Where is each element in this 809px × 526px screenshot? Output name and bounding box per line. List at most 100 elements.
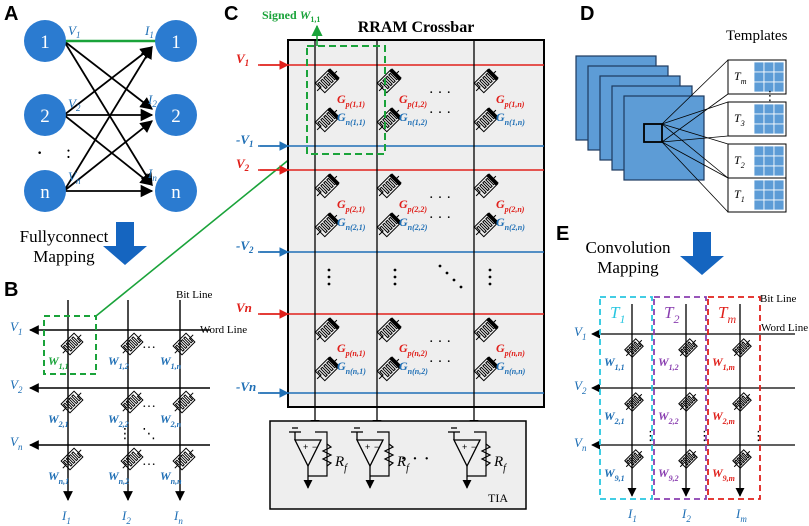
c-gp-label-3-2: Gp(n,2) <box>399 341 428 358</box>
c-row-label-3: V2 <box>236 156 250 173</box>
b-ddots: ⋱ <box>142 426 156 442</box>
template-1: Tm <box>661 59 787 143</box>
c-ddot-2 <box>445 271 449 275</box>
edge-3-1 <box>63 45 153 192</box>
c-memristor-n-icon-3-3 <box>473 356 499 382</box>
c-hdots-3-1: · · · <box>429 334 452 350</box>
c-gn-label-3-3: Gn(n,n) <box>496 359 526 376</box>
c-memristor-n-icon-2-3 <box>473 212 499 238</box>
b-memristor-icon-2-2 <box>120 390 144 414</box>
fullyconnect-arrow: Fullyconnect Mapping <box>20 222 147 266</box>
edge-2-3 <box>63 114 153 186</box>
b-i-label-2: I2 <box>121 508 131 526</box>
template-4: T1 <box>661 123 787 213</box>
e-template-box-1 <box>599 296 653 500</box>
e-i-label-3: Im <box>735 506 747 524</box>
e-memristor-icon-1-3 <box>732 338 752 358</box>
c-gp-label-1-1: Gp(1,1) <box>337 92 365 109</box>
c-memristor-p-icon-3-1 <box>314 317 340 343</box>
panel-label-b: B <box>4 279 18 301</box>
b-word-line-label: Word Line <box>200 324 247 336</box>
b-w-label-3-1: Wn,1 <box>48 469 69 486</box>
e-vdots-3: ⋮ <box>752 429 765 444</box>
e-w-label-2-1: W2,1 <box>604 409 625 426</box>
a-vn-label: Vn <box>68 169 81 186</box>
left-node-2: 2 <box>24 94 66 136</box>
down-arrow-icon-2 <box>680 232 724 275</box>
c-memristor-n-icon-2-2 <box>376 212 402 238</box>
b-memristor-icon-1-2 <box>120 332 144 356</box>
svg-text:+: + <box>303 442 308 452</box>
b-hdots-1: … <box>142 337 156 352</box>
down-arrow-icon <box>103 222 147 265</box>
a-in-label: In <box>147 166 157 183</box>
tia-label: TIA <box>488 491 508 505</box>
c-gn-label-1-1: Gn(1,1) <box>337 110 366 127</box>
c-vdot-1-2 <box>327 275 331 279</box>
c-gn-label-3-2: Gn(n,2) <box>399 359 428 376</box>
c-row-label-4: -V2 <box>236 238 254 255</box>
svg-text:n: n <box>171 182 181 203</box>
c-gp-label-2-3: Gp(2,n) <box>496 197 525 214</box>
e-memristor-icon-2-1 <box>624 392 644 412</box>
left-node-n: n <box>24 170 66 212</box>
c-highlight-box <box>306 45 386 155</box>
b-memristor-icon-1-1 <box>60 332 84 356</box>
templates-vdots: ⋮ <box>764 89 777 104</box>
e-memristor-icon-3-1 <box>624 449 644 469</box>
templates-label: Templates <box>726 28 788 44</box>
e-w-label-3-3: W9,m <box>712 466 735 483</box>
c-row-label-5: Vn <box>236 300 252 315</box>
e-bit-line-label: Bit Line <box>760 293 796 305</box>
mapping-connector-line <box>95 144 308 317</box>
tia-dots: · · · <box>400 448 430 470</box>
c-ddot-3 <box>452 278 456 282</box>
c-memristor-p-icon-1-3 <box>473 68 499 94</box>
c-memristor-p-icon-3-3 <box>473 317 499 343</box>
a-dots-left: · <box>36 140 43 165</box>
template-label-1: Tm <box>734 69 747 86</box>
e-t-label-1: T1 <box>610 303 625 326</box>
panel-e: E Bit Line Word Line V1V2VnT1I1T2I2TmImW… <box>556 223 808 524</box>
template-2: T3 <box>661 101 787 143</box>
template-label-2: T3 <box>734 111 745 128</box>
e-template-box-2 <box>653 296 707 500</box>
e-w-label-1-2: W1,2 <box>658 355 679 372</box>
e-template-box-3 <box>707 296 761 500</box>
fullyconnect-label: Fullyconnect <box>20 227 109 246</box>
template-label-3: T2 <box>734 153 745 170</box>
edge-1-3 <box>63 40 153 187</box>
c-gp-label-2-2: Gp(2,2) <box>399 197 427 214</box>
e-memristor-icon-2-2 <box>678 392 698 412</box>
e-memristor-icon-3-3 <box>732 449 752 469</box>
c-row-label-6: -Vn <box>236 379 256 394</box>
left-node-1: 1 <box>24 20 66 62</box>
e-i-label-2: I2 <box>681 506 691 524</box>
panel-label-d: D <box>580 3 594 25</box>
e-memristor-icon-2-3 <box>732 392 752 412</box>
a-v2-label: V2 <box>68 96 81 113</box>
c-gn-label-1-2: Gn(1,2) <box>399 110 428 127</box>
feature-map-stack <box>575 55 705 181</box>
svg-text:n: n <box>40 182 50 203</box>
b-w-label-1-3: W1,n <box>160 354 182 371</box>
b-highlight-box <box>43 315 97 375</box>
e-vdots-1: ⋮ <box>644 429 657 444</box>
e-w-label-3-1: W9,1 <box>604 466 625 483</box>
c-hdots-1-2: · · · <box>429 105 452 121</box>
right-node-1: 1 <box>155 20 197 62</box>
c-memristor-p-icon-2-3 <box>473 173 499 199</box>
svg-text:−: − <box>312 442 317 452</box>
c-gp-label-3-3: Gp(n,n) <box>496 341 525 358</box>
e-w-label-3-2: W9,2 <box>658 466 679 483</box>
c-gn-label-2-2: Gn(2,2) <box>399 215 428 232</box>
c-gp-label-1-2: Gp(1,2) <box>399 92 427 109</box>
b-w-label-1-2: W1,2 <box>108 354 129 371</box>
c-memristor-n-icon-3-1 <box>314 356 340 382</box>
e-i-label-1: I1 <box>627 506 637 524</box>
c-memristor-n-icon-2-1 <box>314 212 340 238</box>
c-gn-label-2-1: Gn(2,1) <box>337 215 366 232</box>
fc-edges <box>63 40 154 198</box>
